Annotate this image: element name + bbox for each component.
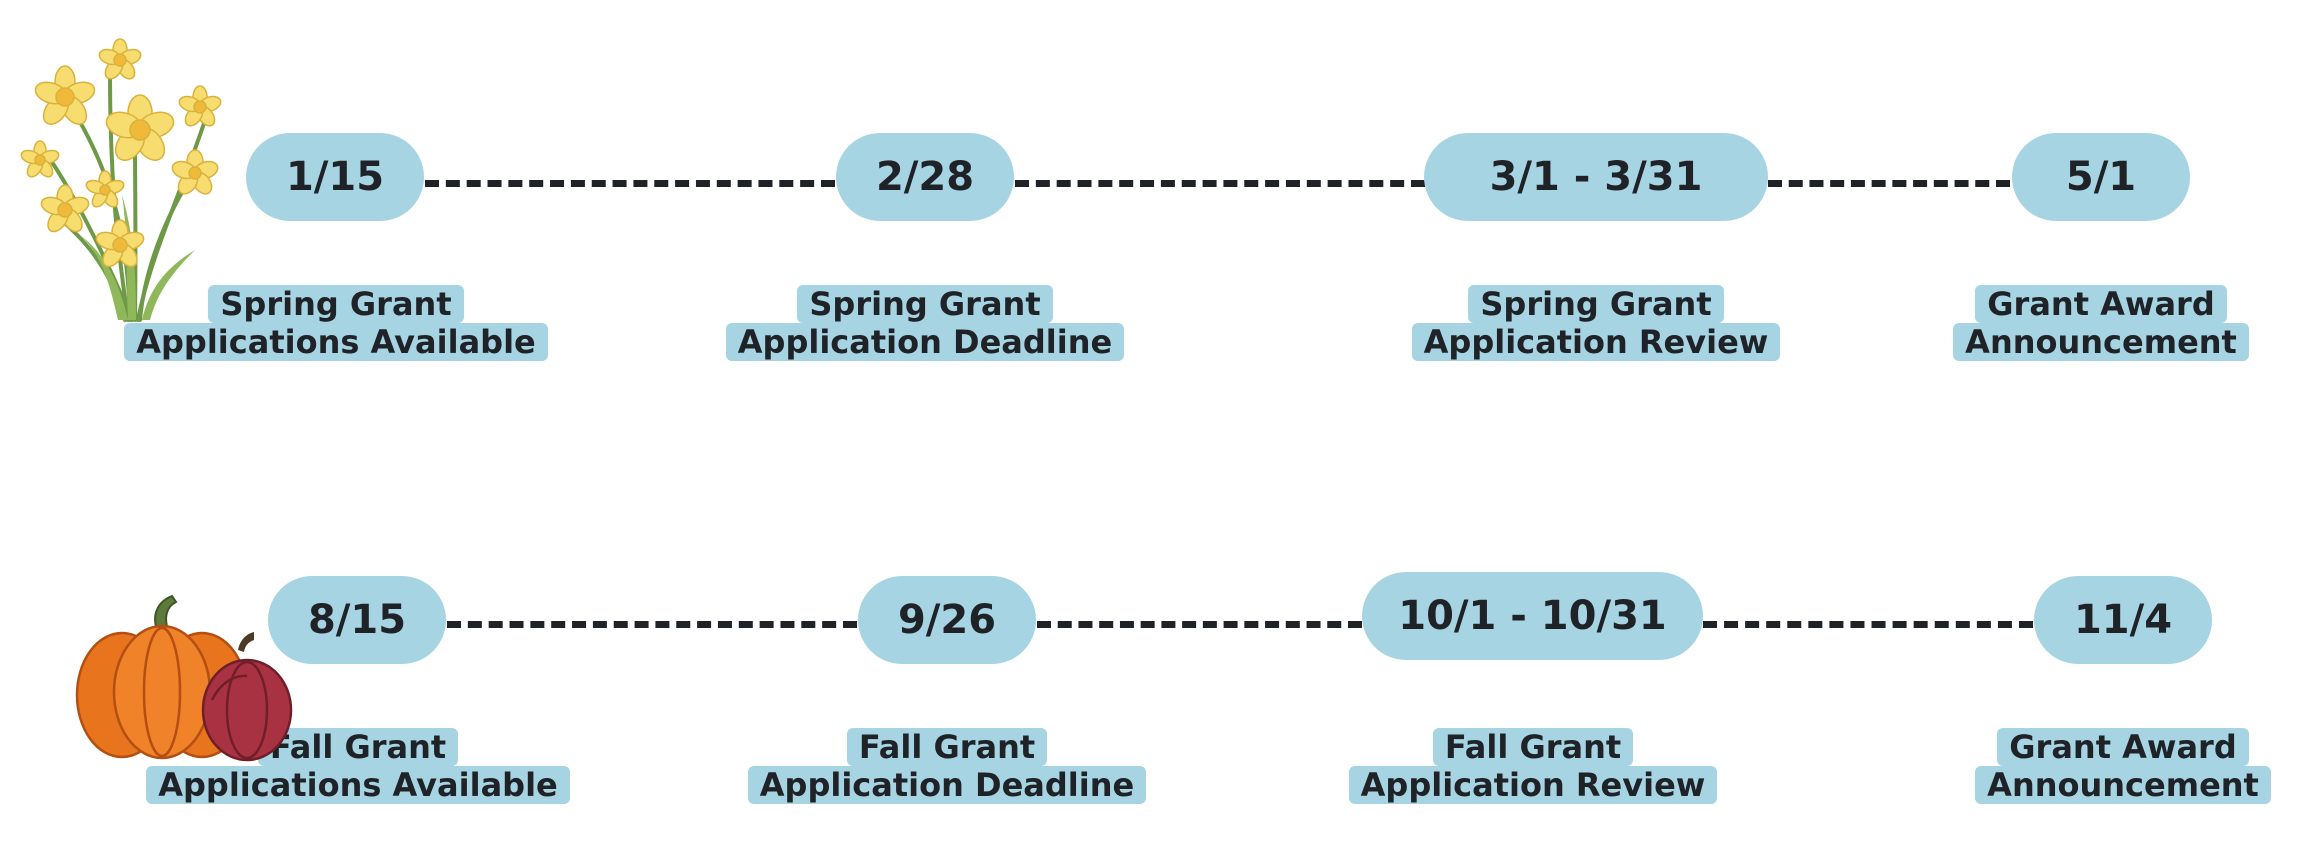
milestone-date-pill: 5/1 [2012, 133, 2190, 221]
milestone-date-pill: 10/1 - 10/31 [1362, 572, 1703, 660]
milestone-label: Spring Grant Applications Available [124, 285, 548, 361]
connector-line [1037, 621, 1362, 628]
milestone-label-line1: Spring Grant [208, 285, 464, 323]
milestone-date-pill: 8/15 [268, 576, 446, 664]
connector-line [1703, 621, 2033, 628]
milestone-label-line2: Application Deadline [747, 766, 1147, 804]
milestone-label-line2: Application Deadline [725, 323, 1125, 361]
milestone-date-pill: 2/28 [836, 133, 1014, 221]
milestone-label-line2: Application Review [1411, 323, 1781, 361]
connector-line [447, 621, 857, 628]
milestone-label-line1: Fall Grant [257, 728, 459, 766]
milestone-label: Fall Grant Application Review [1343, 728, 1723, 804]
milestone-label: Grant Award Announcement [1975, 728, 2271, 804]
milestone-label-line2: Announcement [1953, 323, 2249, 361]
milestone-label: Grant Award Announcement [1953, 285, 2249, 361]
milestone-label-line1: Spring Grant [1468, 285, 1724, 323]
milestone-label-line2: Application Review [1348, 766, 1718, 804]
connector-line [1015, 180, 1425, 187]
milestone-date-pill: 1/15 [246, 133, 424, 221]
milestone-date-pill: 9/26 [858, 576, 1036, 664]
milestone-label: Spring Grant Application Review [1406, 285, 1786, 361]
milestone-label-line1: Spring Grant [797, 285, 1053, 323]
milestone-label-line1: Fall Grant [846, 728, 1048, 766]
milestone-date-pill: 3/1 - 3/31 [1424, 133, 1768, 221]
daffodil-bouquet-icon [20, 38, 222, 322]
pumpkins-icon [75, 594, 293, 762]
connector-line [1768, 180, 2010, 187]
milestone-date-pill: 11/4 [2034, 576, 2212, 664]
milestone-label: Fall Grant Applications Available [146, 728, 570, 804]
milestone-label-line1: Grant Award [1997, 728, 2249, 766]
connector-line [425, 180, 835, 187]
milestone-label: Fall Grant Application Deadline [747, 728, 1147, 804]
milestone-label-line2: Applications Available [124, 323, 548, 361]
milestone-label: Spring Grant Application Deadline [725, 285, 1125, 361]
milestone-label-line2: Applications Available [146, 766, 570, 804]
milestone-label-line2: Announcement [1975, 766, 2271, 804]
milestone-label-line1: Grant Award [1975, 285, 2227, 323]
milestone-label-line1: Fall Grant [1432, 728, 1634, 766]
